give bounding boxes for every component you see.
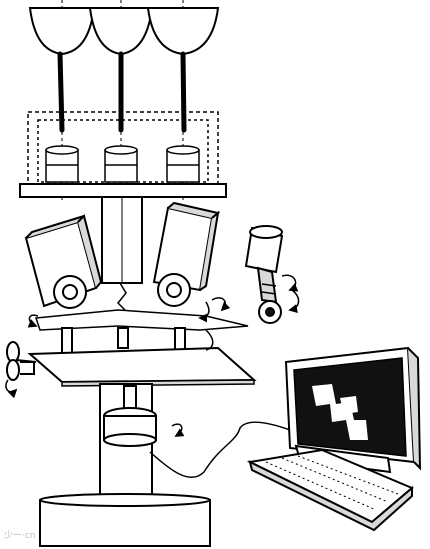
knobs (7, 342, 36, 380)
camera-left (26, 216, 101, 308)
needle-right (183, 54, 184, 130)
rotation-arrow-1 (27, 315, 38, 328)
camera-right (154, 203, 218, 306)
sample-cup-middle (105, 146, 137, 182)
sample-cup-left (46, 146, 78, 182)
rotation-arrow-2 (212, 298, 231, 312)
camera-mount-plate (36, 310, 248, 330)
sample-cups (46, 146, 199, 182)
stand (40, 384, 210, 546)
keyboard (250, 450, 412, 530)
hopper-middle (90, 8, 152, 54)
stage-platform (30, 348, 254, 382)
rotation-arrow-4 (288, 290, 299, 313)
needle-group (60, 54, 184, 130)
rotation-arrow-5 (6, 380, 18, 399)
rotation-arrow-6 (172, 424, 185, 437)
rotation-arrow-3 (282, 275, 299, 292)
watermark: 少一·cn (4, 531, 36, 541)
sample-cup-right (167, 146, 199, 182)
camera-side (246, 226, 282, 323)
hopper-right (148, 8, 218, 54)
rotation-arrows (6, 275, 299, 437)
cables (150, 330, 290, 477)
needle-left (60, 54, 62, 130)
central-column (102, 197, 142, 283)
hopper-left (30, 8, 94, 54)
top-plate (20, 184, 226, 197)
hopper-group (30, 8, 218, 54)
rotation-arrow-7 (198, 302, 209, 323)
computer-monitor (286, 348, 420, 472)
